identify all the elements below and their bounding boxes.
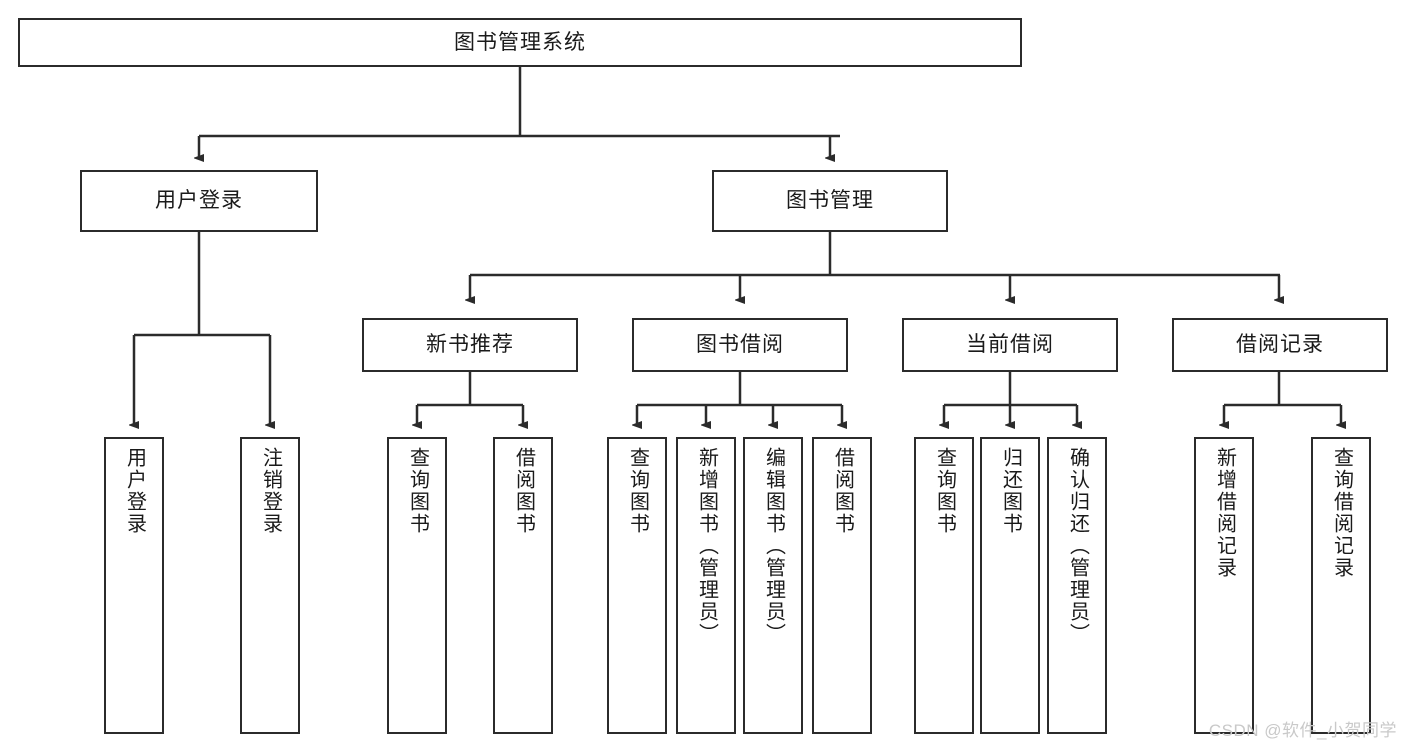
node-leaf-borrow-book-1[interactable]: 借阅图书 <box>493 437 553 734</box>
node-borrow-record-label: 借阅记录 <box>1236 333 1324 357</box>
node-leaf-query-book-2[interactable]: 查询图书 <box>607 437 667 734</box>
node-leaf-edit-book[interactable]: 编辑图书（管理员） <box>743 437 803 734</box>
node-book-manage[interactable]: 图书管理 <box>712 170 948 232</box>
node-current-borrow-label: 当前借阅 <box>966 333 1054 357</box>
node-borrow-record[interactable]: 借阅记录 <box>1172 318 1388 372</box>
node-leaf-user-login-label: 用户登录 <box>123 447 146 535</box>
node-user-login-label: 用户登录 <box>155 189 243 213</box>
node-leaf-borrow-book-2[interactable]: 借阅图书 <box>812 437 872 734</box>
node-new-book-rec[interactable]: 新书推荐 <box>362 318 578 372</box>
node-leaf-confirm-return-label: 确认归还（管理员） <box>1066 447 1089 645</box>
node-leaf-return-book[interactable]: 归还图书 <box>980 437 1040 734</box>
node-leaf-query-book-3[interactable]: 查询图书 <box>914 437 974 734</box>
node-leaf-borrow-book-2-label: 借阅图书 <box>831 447 854 535</box>
watermark: CSDN @软件_小贺同学 <box>1208 721 1397 740</box>
node-leaf-confirm-return[interactable]: 确认归还（管理员） <box>1047 437 1107 734</box>
node-leaf-edit-book-label: 编辑图书（管理员） <box>762 447 785 645</box>
node-leaf-query-book-3-label: 查询图书 <box>933 447 956 535</box>
node-leaf-add-book-label: 新增图书（管理员） <box>695 447 718 645</box>
node-leaf-add-record-label: 新增借阅记录 <box>1213 447 1236 579</box>
node-leaf-query-record[interactable]: 查询借阅记录 <box>1311 437 1371 734</box>
node-leaf-user-login[interactable]: 用户登录 <box>104 437 164 734</box>
node-leaf-logout-label: 注销登录 <box>259 447 282 535</box>
node-user-login[interactable]: 用户登录 <box>80 170 318 232</box>
node-leaf-borrow-book-1-label: 借阅图书 <box>512 447 535 535</box>
node-leaf-query-book-1-label: 查询图书 <box>406 447 429 535</box>
node-root[interactable]: 图书管理系统 <box>18 18 1022 67</box>
node-book-borrow[interactable]: 图书借阅 <box>632 318 848 372</box>
node-leaf-query-book-1[interactable]: 查询图书 <box>387 437 447 734</box>
node-leaf-add-book[interactable]: 新增图书（管理员） <box>676 437 736 734</box>
node-leaf-return-book-label: 归还图书 <box>999 447 1022 535</box>
node-root-label: 图书管理系统 <box>454 30 586 54</box>
node-book-manage-label: 图书管理 <box>786 189 874 213</box>
node-new-book-rec-label: 新书推荐 <box>426 333 514 357</box>
node-leaf-query-book-2-label: 查询图书 <box>626 447 649 535</box>
node-leaf-add-record[interactable]: 新增借阅记录 <box>1194 437 1254 734</box>
node-leaf-logout[interactable]: 注销登录 <box>240 437 300 734</box>
node-current-borrow[interactable]: 当前借阅 <box>902 318 1118 372</box>
node-leaf-query-record-label: 查询借阅记录 <box>1330 447 1353 579</box>
node-book-borrow-label: 图书借阅 <box>696 333 784 357</box>
